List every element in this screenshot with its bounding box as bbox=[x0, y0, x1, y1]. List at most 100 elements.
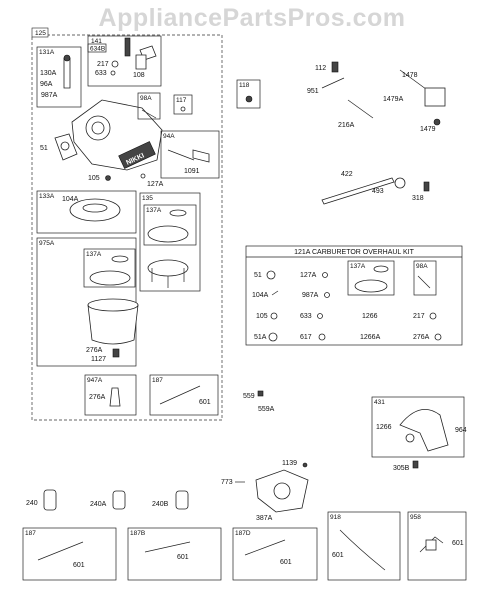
fuel-valve-240A-icon bbox=[112, 490, 126, 510]
label-240: 240 bbox=[26, 500, 38, 507]
fuel-filter-icon bbox=[109, 387, 121, 407]
carburetor-bore-icon bbox=[91, 121, 105, 135]
label-276A-b: 276A bbox=[89, 394, 106, 401]
label-633: 633 bbox=[95, 70, 107, 77]
link-951-icon bbox=[321, 77, 345, 89]
screw-305B-icon bbox=[412, 460, 419, 469]
screw-1139-icon bbox=[302, 462, 308, 468]
label-105: 105 bbox=[88, 175, 100, 182]
screw-icon bbox=[141, 109, 157, 119]
label-104A: 104A bbox=[62, 196, 79, 203]
kit-label-51: 51 bbox=[254, 272, 262, 279]
watermark: AppliancePartsPros.com bbox=[99, 4, 406, 32]
kit-label-617: 617 bbox=[300, 334, 312, 341]
spring-127A-icon bbox=[140, 173, 146, 179]
box-187B bbox=[127, 527, 222, 581]
box-947A bbox=[84, 374, 137, 416]
kit-label-105: 105 bbox=[256, 313, 268, 320]
screw-1479-icon bbox=[433, 118, 441, 126]
idle-lever-icon bbox=[192, 149, 210, 163]
spring-216A-icon bbox=[347, 99, 374, 119]
label-187-2: 187 bbox=[25, 530, 36, 537]
label-1266-a: 1266 bbox=[376, 424, 392, 431]
box-187-1 bbox=[149, 374, 219, 416]
kit-label-51A: 51A bbox=[254, 334, 267, 341]
label-559: 559 bbox=[243, 393, 255, 400]
box-141 bbox=[87, 35, 162, 87]
label-431: 431 bbox=[374, 399, 385, 406]
kit-gasket-51A-icon bbox=[268, 332, 278, 342]
kit-label-1266A: 1266A bbox=[360, 334, 381, 341]
nozzle-icon bbox=[63, 57, 71, 89]
shaft-icon bbox=[135, 54, 147, 70]
label-112: 112 bbox=[315, 65, 326, 72]
label-601-f: 601 bbox=[452, 540, 464, 547]
label-51: 51 bbox=[40, 145, 48, 152]
solenoid-icon bbox=[424, 87, 446, 107]
box-975A bbox=[36, 237, 137, 367]
kit-washer-icon bbox=[434, 333, 442, 341]
label-958: 958 bbox=[410, 514, 421, 521]
box-133A bbox=[36, 190, 137, 234]
label-951: 951 bbox=[307, 88, 319, 95]
label-634B: 634B bbox=[90, 46, 105, 53]
label-135: 135 bbox=[142, 195, 153, 202]
label-1479: 1479 bbox=[420, 126, 436, 133]
box-131A bbox=[36, 46, 82, 108]
label-318: 318 bbox=[412, 195, 424, 202]
box-117 bbox=[173, 94, 193, 115]
label-975A: 975A bbox=[39, 240, 55, 247]
box-94A bbox=[160, 130, 220, 179]
label-216A: 216A bbox=[338, 122, 355, 129]
bowl-legs-icon bbox=[151, 268, 185, 288]
label-187D: 187D bbox=[235, 530, 251, 537]
box-137A-1 bbox=[143, 204, 197, 246]
label-422: 422 bbox=[341, 171, 353, 178]
label-133A: 133A bbox=[39, 193, 55, 200]
kit-ring-icon bbox=[324, 292, 330, 298]
label-387A: 387A bbox=[256, 515, 273, 522]
label-1479A: 1479A bbox=[383, 96, 404, 103]
label-601-d: 601 bbox=[280, 559, 292, 566]
bracket-493-icon bbox=[394, 177, 406, 189]
bolt-118-icon bbox=[245, 95, 253, 103]
gasket-small-2-icon bbox=[111, 255, 129, 263]
diaphragm-2-icon bbox=[89, 270, 131, 286]
box-118 bbox=[236, 79, 261, 109]
label-773: 773 bbox=[221, 479, 233, 486]
carburetor-brand-plate bbox=[118, 141, 156, 169]
elbow-ring-icon bbox=[405, 433, 415, 443]
box-187D bbox=[232, 527, 318, 581]
clip-icon bbox=[180, 106, 186, 112]
label-137A-1: 137A bbox=[146, 207, 162, 214]
label-1127: 1127 bbox=[91, 356, 106, 363]
o-ring-icon bbox=[110, 70, 116, 76]
bowl-screw-icon bbox=[112, 348, 120, 358]
label-217: 217 bbox=[97, 61, 109, 68]
label-601-c: 601 bbox=[177, 554, 189, 561]
fuel-line-6-icon bbox=[419, 536, 444, 553]
label-130A: 130A bbox=[40, 70, 57, 77]
box-958 bbox=[407, 511, 467, 581]
fuel-line-5-icon bbox=[339, 529, 386, 571]
label-964: 964 bbox=[455, 427, 467, 434]
kit-label-98A: 98A bbox=[416, 263, 428, 270]
kit-o-ring-617-icon bbox=[318, 333, 326, 341]
kit-screw-icon bbox=[417, 275, 431, 289]
label-137A-2: 137A bbox=[86, 251, 102, 258]
kit-label-217: 217 bbox=[413, 313, 425, 320]
fuel-line-4-icon bbox=[244, 539, 286, 556]
spring-icon bbox=[111, 60, 119, 68]
clamp-958-icon bbox=[425, 539, 437, 551]
kit-label-987A: 987A bbox=[302, 292, 319, 299]
label-305B: 305B bbox=[393, 465, 410, 472]
box-125 bbox=[31, 34, 223, 421]
label-187-1: 187 bbox=[152, 377, 163, 384]
kit-box-137A bbox=[347, 260, 395, 296]
label-601-b: 601 bbox=[73, 562, 85, 569]
label-240A: 240A bbox=[90, 501, 107, 508]
diaphragm-icon bbox=[147, 225, 189, 243]
throttle-cable-icon bbox=[321, 177, 395, 205]
box-98A bbox=[137, 92, 161, 120]
label-601-e: 601 bbox=[332, 552, 344, 559]
